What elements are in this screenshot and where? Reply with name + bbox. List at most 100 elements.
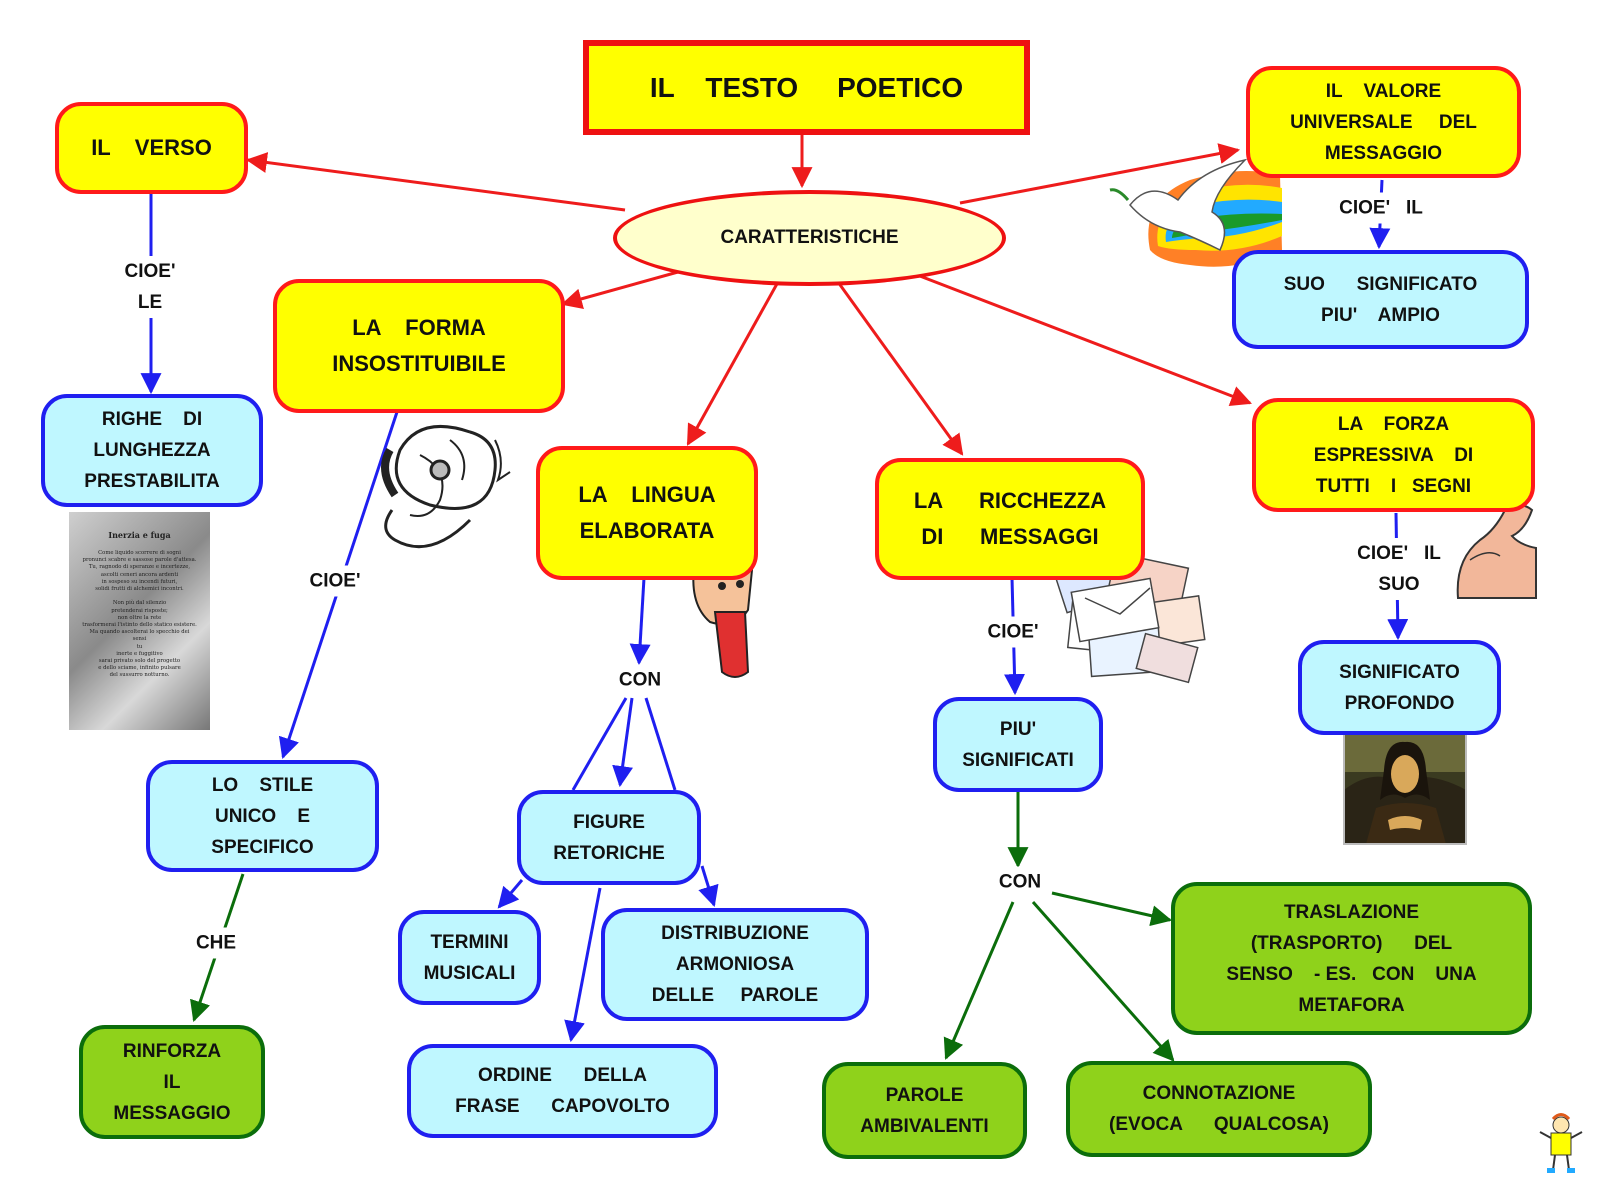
poem-line: sarai privato solo del progetto xyxy=(98,658,181,665)
node-verso: IL VERSO xyxy=(55,102,248,194)
link-center-forma xyxy=(560,270,679,310)
poem-line: pronunci scabre e sassose parole d'attes… xyxy=(82,557,197,564)
text-line: METAFORA xyxy=(1298,994,1405,1016)
poem-line: tu xyxy=(136,643,143,650)
text-line: UNIVERSALE DEL xyxy=(1290,111,1477,133)
poem-line: trasformerai l'istinto dello statico esi… xyxy=(82,622,197,629)
poem-line: Tu, ragnodo di speranze e incertezze, xyxy=(88,564,191,571)
muscle-arm-icon xyxy=(1456,504,1537,599)
text-line: FIGURE xyxy=(573,811,645,833)
text-line: LA FORZA xyxy=(1337,413,1450,435)
text-line: CIOE' xyxy=(124,261,176,282)
text-line: LE xyxy=(137,292,163,313)
label-cioe-il-suo: CIOE' IL SUO xyxy=(1357,538,1441,600)
link-con-parole xyxy=(943,901,1015,1060)
node-forza: LA FORZA ESPRESSIVA DI TUTTI I SEGNI xyxy=(1252,398,1535,512)
label-con-ricchezza: CON xyxy=(998,866,1042,898)
text-line: CIOE' IL xyxy=(1357,543,1441,564)
dove-icon xyxy=(1109,158,1282,267)
poem-line: Non più dal silenzio xyxy=(112,600,167,607)
node-connotazione: CONNOTAZIONE (EVOCA QUALCOSA) xyxy=(1066,1061,1372,1157)
text-line: PRESTABILITA xyxy=(84,471,220,492)
text-line: CON xyxy=(618,669,662,691)
text-line: ARMONIOSA xyxy=(675,954,795,975)
text-line: TUTTI I SEGNI xyxy=(1315,475,1472,497)
text-line: PAROLE xyxy=(885,1084,964,1106)
label-che: CHE xyxy=(195,927,237,959)
text-line: LO STILE xyxy=(211,774,314,796)
link-con-figure-a xyxy=(571,697,628,791)
text-line: RINFORZA xyxy=(122,1040,222,1062)
title-box: IL TESTO POETICO xyxy=(583,40,1030,135)
poem-line: inerte e fuggitivo xyxy=(116,650,163,657)
text-line: FRASE CAPOVOLTO xyxy=(455,1096,670,1117)
poem-line: del sussurro notturno. xyxy=(109,672,170,679)
text-line: ESPRESSIVA DI xyxy=(1313,444,1474,466)
text-line: CHE xyxy=(195,932,237,954)
text-line: SUO SIGNIFICATO xyxy=(1283,273,1478,295)
label-con-lingua: CON xyxy=(618,664,662,696)
text-line: TERMINI xyxy=(430,931,509,953)
text-line: DI MESSAGGI xyxy=(921,524,1099,549)
text-line: (TRASPORTO) DEL xyxy=(1250,932,1453,954)
node-ricchezza: LA RICCHEZZA DI MESSAGGI xyxy=(875,458,1145,580)
poem-title: Inerzia e fuga xyxy=(108,530,171,540)
poem-line: non oltre la rete xyxy=(117,614,162,621)
text-line: LUNGHEZZA xyxy=(93,440,211,461)
link-center-verso xyxy=(245,152,626,212)
mascot-icon xyxy=(1539,1113,1583,1173)
mona-lisa-icon xyxy=(1343,721,1467,845)
text-line: IL VERSO xyxy=(91,135,212,160)
text-line: RETORICHE xyxy=(553,842,665,864)
text-line: ELABORATA xyxy=(579,518,715,543)
text-line: LA RICCHEZZA xyxy=(913,488,1107,513)
link-center-lingua xyxy=(686,281,780,446)
link-con-traslazione xyxy=(1051,891,1173,927)
poem-line: Come liquido scorrere di sogni xyxy=(98,550,181,556)
node-parole: PAROLE AMBIVALENTI xyxy=(822,1062,1027,1159)
text-line: DELLE PAROLE xyxy=(651,985,819,1006)
text-line: INSOSTITUIBILE xyxy=(332,351,506,376)
text-line: MUSICALI xyxy=(423,962,516,984)
node-piu-significati: PIU' SIGNIFICATI xyxy=(933,697,1103,792)
swirl-drawing-icon xyxy=(381,424,511,549)
text-line: SUO xyxy=(1378,574,1420,595)
text-line: SIGNIFICATO xyxy=(1339,661,1460,683)
link-lingua-con xyxy=(629,577,651,666)
link-con-figure-b xyxy=(612,697,634,788)
link-con-figure-c xyxy=(644,697,677,791)
text-line: CONNOTAZIONE xyxy=(1142,1083,1296,1104)
text-line: TRASLAZIONE xyxy=(1283,901,1420,923)
node-righe: RIGHE DI LUNGHEZZA PRESTABILITA xyxy=(41,394,263,507)
text-line: SPECIFICO xyxy=(211,836,314,858)
poem-image: Inerzia e fuga Come liquido scorrere di … xyxy=(69,512,210,730)
label-cioe-il-valore: CIOE' IL xyxy=(1339,192,1423,224)
poem-line: sensi xyxy=(132,636,147,643)
text-line: PIU' AMPIO xyxy=(1321,304,1440,326)
poem-line: Ma quando ascolterai lo specchio dei xyxy=(89,629,190,636)
link-con-connotazione xyxy=(1031,901,1175,1062)
text-line: PIU' xyxy=(999,718,1037,740)
text-line: IL VALORE xyxy=(1325,80,1442,102)
text-line: SIGNIFICATI xyxy=(962,749,1074,771)
text-line: AMBIVALENTI xyxy=(860,1115,989,1137)
poem-line: solidi frutti di alchemici incontri. xyxy=(95,586,184,593)
text-line: (EVOCA QUALCOSA) xyxy=(1109,1114,1329,1135)
link-center-forza xyxy=(911,271,1252,407)
link-center-valore xyxy=(959,143,1241,205)
link-figure-distribuzione xyxy=(698,865,719,908)
link-figure-termini xyxy=(497,879,524,909)
text-line: CIOE' xyxy=(309,570,361,592)
text-line: CON xyxy=(998,871,1042,893)
node-significato-ampio: SUO SIGNIFICATO PIU' AMPIO xyxy=(1232,250,1529,349)
node-figure: FIGURE RETORICHE xyxy=(517,790,701,885)
text-line: RIGHE DI xyxy=(101,409,203,430)
